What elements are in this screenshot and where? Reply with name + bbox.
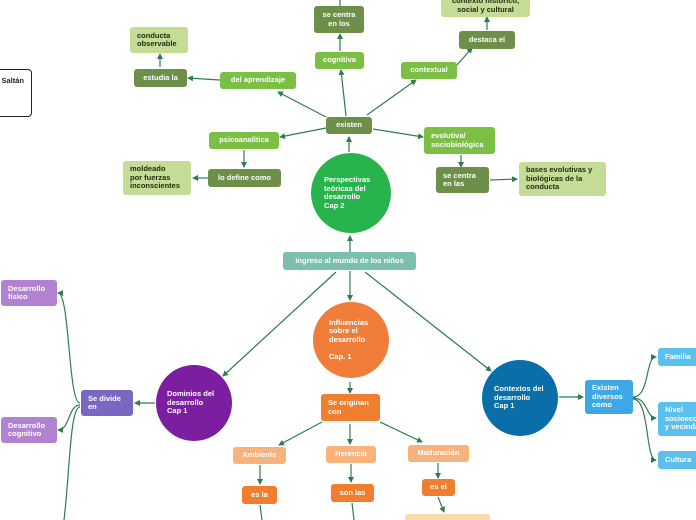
influencias-node[interactable]: Influencias sobre el desarrollo Cap. 1 xyxy=(313,302,389,378)
link-existen-familia xyxy=(632,354,657,398)
nivel-node[interactable]: Nivel socioeco y vecinda xyxy=(658,402,696,436)
link-seoriginan-ambiente xyxy=(278,421,323,446)
link-existen-psico xyxy=(279,127,327,139)
moldeado-node[interactable]: moldeado por fuerzas inconscientes xyxy=(123,161,191,195)
lo-define-como-node[interactable]: lo define como xyxy=(208,169,281,187)
link-sonlas-down xyxy=(351,502,355,520)
link-aprendizaje-estudia xyxy=(187,75,221,82)
conducta-observable-node[interactable]: conducta observable xyxy=(130,27,188,53)
link-root-contextos xyxy=(364,271,492,372)
evolutiva-node[interactable]: evolutiva/ sociobiológica xyxy=(424,127,495,154)
familia-node[interactable]: Familia xyxy=(658,348,696,366)
link-sedivide-down xyxy=(63,406,81,520)
maduracion-node[interactable]: Maduración xyxy=(408,445,469,462)
cognitiva-node[interactable]: cognitiva xyxy=(315,52,364,69)
contexto-historico-node[interactable]: contexto histórico, social y cultural xyxy=(441,0,530,17)
cultura-node[interactable]: Cultura xyxy=(658,451,696,469)
link-seoriginan-maduracion xyxy=(379,421,423,443)
link-existen-contextual xyxy=(366,79,417,116)
link-existen-nivel xyxy=(632,397,657,421)
link-esel-down xyxy=(437,496,445,513)
link-contextual-destaca xyxy=(456,47,473,66)
link-esla-down xyxy=(259,504,263,520)
se-centra-en-los-node[interactable]: se centra en los xyxy=(314,6,364,33)
es-el-node[interactable]: es el xyxy=(422,479,455,496)
se-centra-en-las-node[interactable]: se centra en las xyxy=(436,167,489,193)
bases-evolutivas-node[interactable]: bases evolutivas y biológicas de la cond… xyxy=(519,162,606,196)
herencia-node[interactable]: Herencia xyxy=(326,446,376,463)
perspectivas-node[interactable]: Perspectivas teóricas del desarrollo Cap… xyxy=(311,153,391,233)
desarrollo-cognitivo-node[interactable]: Desarrollo cognitivo xyxy=(1,417,57,443)
link-existen-cognitiva xyxy=(338,69,347,117)
link-secentra-bases xyxy=(489,176,518,183)
link-sedivide-fisico xyxy=(57,290,81,404)
son-las-node[interactable]: son las xyxy=(331,484,374,502)
link-existen-aprendizaje xyxy=(277,91,327,118)
existen-node[interactable]: existen xyxy=(326,117,372,134)
link-sedivide-cognitivo xyxy=(57,404,81,433)
link-root-dominios xyxy=(222,271,337,377)
root-node[interactable]: Ingreso al mundo de los niños xyxy=(283,252,416,270)
ambiente-node[interactable]: Ambiente xyxy=(233,447,286,464)
desarrollo-fisico-node[interactable]: Desarrollo físico xyxy=(1,280,57,306)
side-note-text: Saltán xyxy=(1,76,24,85)
existen-diversos-node[interactable]: Existen diversos como xyxy=(585,380,633,414)
dominios-node[interactable]: Dominios del desarrollo Cap 1 xyxy=(156,365,232,441)
aprendizaje-node[interactable]: del aprendizaje xyxy=(220,72,296,89)
link-existen-evolutiva xyxy=(372,128,424,140)
maduracion-detail-node[interactable] xyxy=(405,514,490,520)
es-la-node[interactable]: es la xyxy=(242,486,277,504)
side-note-box[interactable]: Saltán xyxy=(0,69,32,117)
estudia-la-node[interactable]: estudia la xyxy=(134,69,187,87)
se-divide-en-node[interactable]: Se divide en xyxy=(81,390,133,416)
destaca-el-node[interactable]: destaca el xyxy=(459,31,515,49)
link-existen-cultura xyxy=(632,398,657,463)
psicoanalitica-node[interactable]: psicoanalítica xyxy=(209,132,279,149)
contextos-node[interactable]: Contextos del desarrollo Cap 1 xyxy=(482,360,558,436)
se-originan-con-node[interactable]: Se originan con xyxy=(321,394,380,421)
contextual-node[interactable]: contextual xyxy=(401,62,457,79)
